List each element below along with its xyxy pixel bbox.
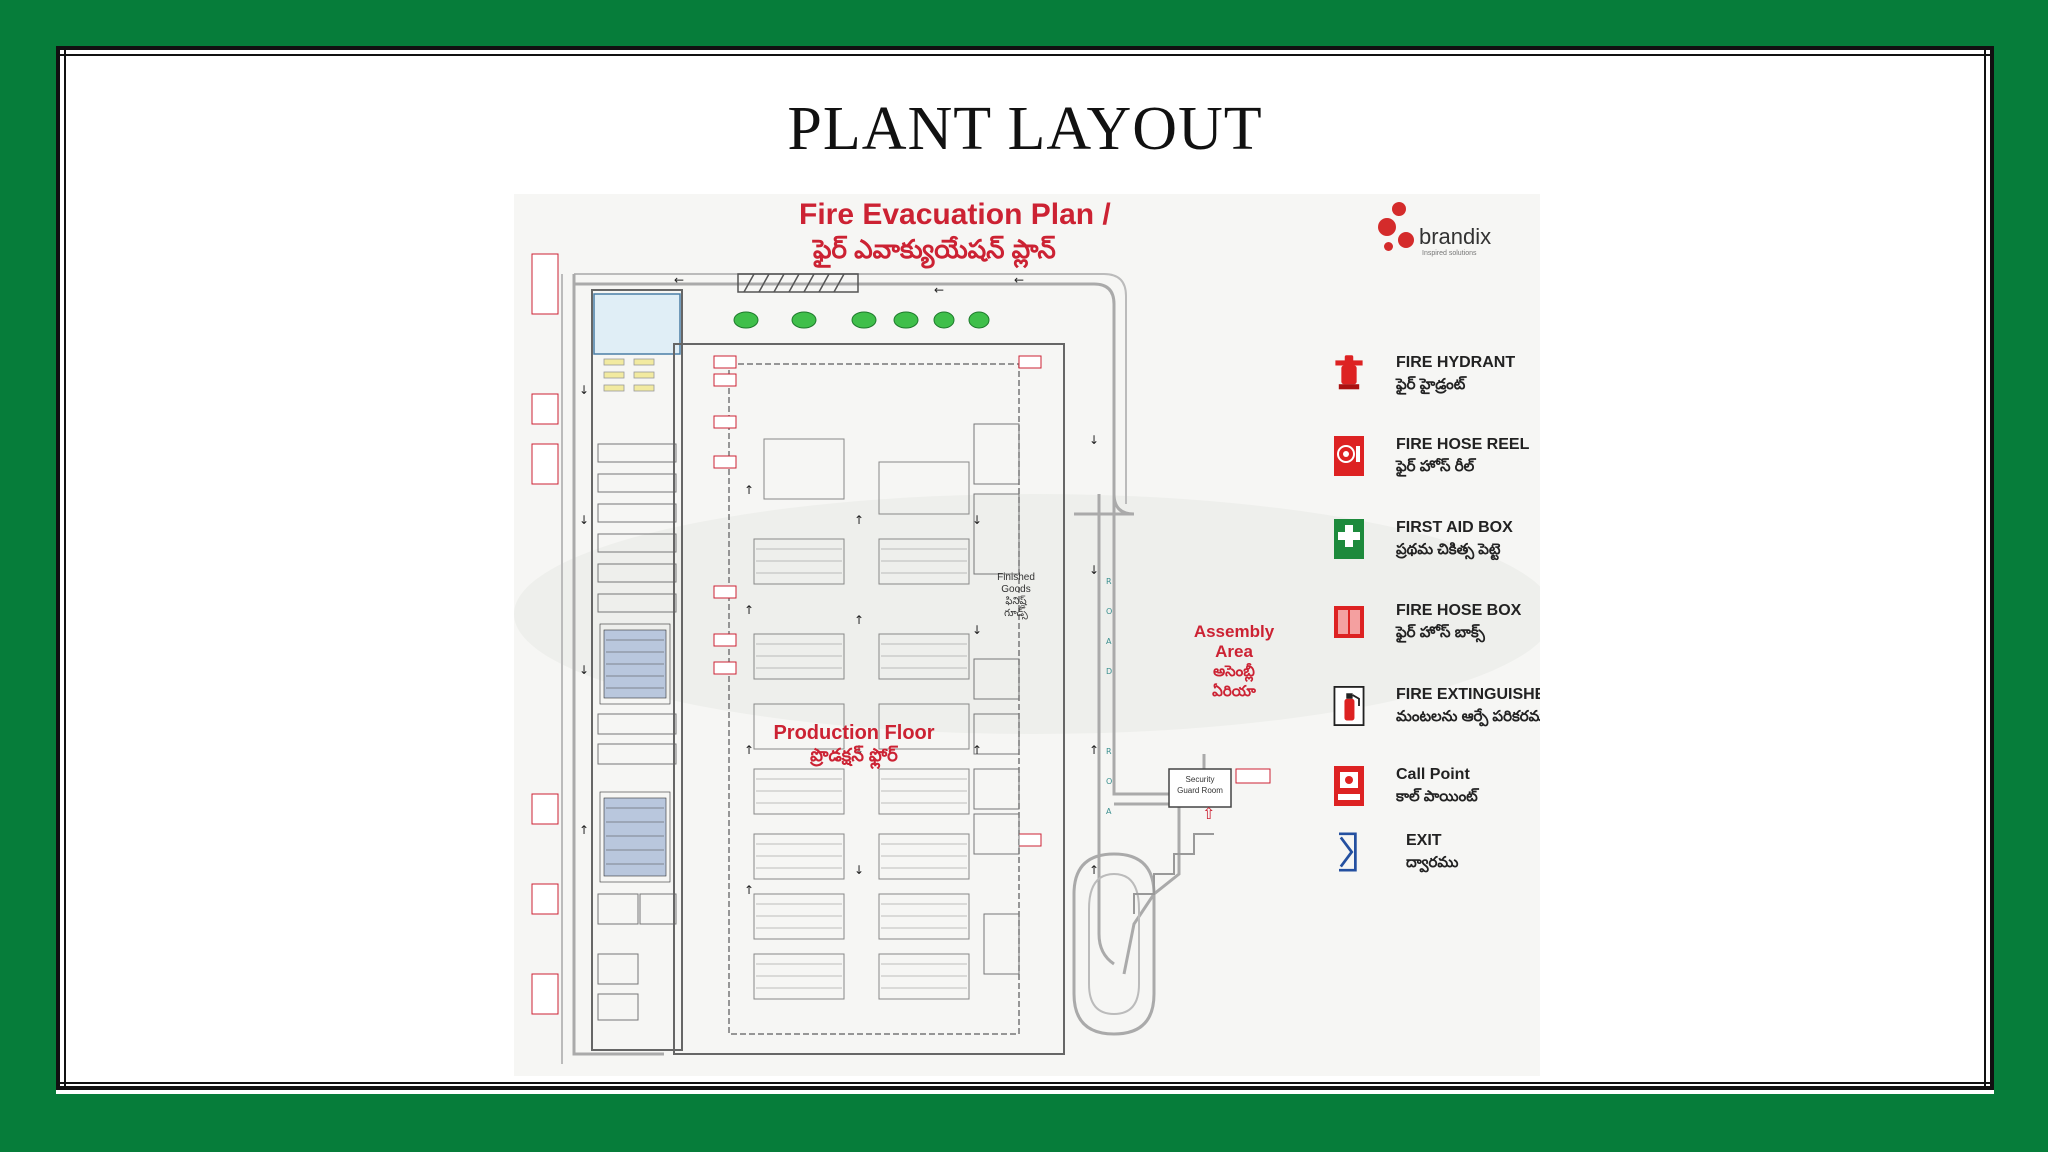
- frame-bottom: [56, 1086, 1994, 1090]
- svg-text:↓: ↓: [972, 623, 982, 637]
- finished-goods-telugu-1: ఫినిష్డ్: [1005, 596, 1027, 607]
- evacuation-plan-title: Fire Evacuation Plan / ఫైర్ ఎవాక్యుయేషన్…: [799, 198, 1199, 271]
- svg-text:↓: ↓: [579, 513, 589, 527]
- frame-left: [56, 46, 60, 1090]
- legend-label-en: FIRE EXTINGUISHER: [1396, 686, 1540, 703]
- fire-hose-reel-icon: [1334, 436, 1364, 476]
- finished-goods-line-1: Finished: [997, 572, 1035, 583]
- fire-hydrant-icon: [1335, 355, 1363, 390]
- call-point-icon: [1334, 766, 1364, 806]
- frame-right: [1990, 46, 1994, 1090]
- svg-text:↑: ↑: [579, 823, 589, 837]
- svg-text:⇧: ⇧: [1202, 804, 1215, 823]
- security-line-2: Guard Room: [1177, 786, 1223, 795]
- svg-text:↑: ↑: [854, 513, 864, 527]
- svg-text:↓: ↓: [579, 383, 589, 397]
- svg-text:↓: ↓: [579, 663, 589, 677]
- floor-plan-drawing: ↑ ↑ ↑ ↑ ↑ ↑ ↓ ↓ ↓ ↓ ↑ ↓ ↓ ↑ ↑ ↓ ↓ ↓ ↑ ← ← ← ⇧ R O A D R O A: [514, 194, 1540, 1076]
- production-floor-telugu: ప్రొడక్షన్ ఫ్లోర్: [810, 745, 898, 765]
- legend-label-en: FIRE HOSE REEL: [1396, 436, 1530, 453]
- svg-text:↑: ↑: [744, 883, 754, 897]
- svg-text:↓: ↓: [1089, 433, 1099, 447]
- assembly-area-telugu-1: అసెంబ్లీ: [1213, 663, 1255, 680]
- legend-item-fire-hose-reel: FIRE HOSE REEL ఫైర్ హోస్ రీల్: [1332, 436, 1540, 496]
- brand-logo-dot: [1392, 202, 1406, 216]
- brand-logo-dot: [1378, 218, 1396, 236]
- legend-item-call-point: Call Point కాల్ పాయింట్: [1332, 766, 1540, 826]
- legend-label-te: ద్వారము: [1406, 854, 1459, 871]
- page-title: PLANT LAYOUT: [787, 95, 1263, 163]
- svg-text:↓: ↓: [972, 513, 982, 527]
- legend-item-exit: EXIT ద్వారము: [1332, 832, 1540, 892]
- exit-icon: [1339, 832, 1357, 872]
- legend-label-en: Call Point: [1396, 766, 1470, 783]
- svg-text:O: O: [1106, 777, 1112, 786]
- legend-item-fire-hydrant: FIRE HYDRANT ఫైర్ హైడ్రంట్: [1332, 354, 1540, 414]
- legend-label-en: FIRE HOSE BOX: [1396, 602, 1522, 619]
- svg-text:A: A: [1106, 807, 1112, 816]
- svg-text:↓: ↓: [854, 863, 864, 877]
- frame-top: [56, 46, 1994, 50]
- svg-text:↓: ↓: [1089, 563, 1099, 577]
- svg-text:↓: ↓: [854, 743, 864, 757]
- legend-item-first-aid-box: FIRST AID BOX ప్రథమ చికిత్స పెట్టె: [1332, 519, 1540, 579]
- legend-item-fire-extinguisher: FIRE EXTINGUISHER మంటలను ఆర్పే పరికరము: [1332, 686, 1540, 746]
- assembly-area-english-1: Assembly: [1193, 622, 1275, 641]
- frame-bottom-inner: [56, 1082, 1994, 1084]
- assembly-area-telugu-2: ఏరియా: [1212, 683, 1256, 700]
- legend-label-te: ప్రథమ చికిత్స పెట్టె: [1396, 541, 1501, 558]
- svg-text:←: ←: [934, 283, 944, 297]
- legend-label-en: FIRST AID BOX: [1396, 519, 1513, 536]
- legend-label-en: EXIT: [1406, 832, 1442, 849]
- brand-logo-dot: [1384, 242, 1393, 251]
- legend-label-te: ఫైర్ హోస్ రీల్: [1396, 458, 1475, 475]
- legend-label-te: ఫైర్ హోస్ బాక్స్: [1396, 624, 1485, 641]
- frame-top-inner: [56, 54, 1994, 56]
- brandix-logo: brandix Inspired solutions: [1374, 202, 1524, 262]
- svg-text:←: ←: [674, 273, 684, 287]
- assembly-area-label: Assembly Area అసెంబ్లీ ఏరియా: [1184, 622, 1284, 702]
- fire-extinguisher-icon: [1333, 686, 1365, 726]
- svg-text:↑: ↑: [972, 743, 982, 757]
- production-floor-label: Production Floor ప్రొడక్షన్ ఫ్లోర్: [759, 722, 949, 770]
- plan-title-english: Fire Evacuation Plan /: [799, 198, 1111, 231]
- legend-label-te: మంటలను ఆర్పే పరికరము: [1396, 708, 1540, 725]
- brand-logo-dot: [1398, 232, 1414, 248]
- svg-text:R: R: [1106, 747, 1112, 756]
- finished-goods-label: Finished Goods ఫినిష్డ్ గూడ్స్: [986, 572, 1046, 620]
- first-aid-box-icon: [1334, 519, 1364, 559]
- plan-title-telugu: ఫైర్ ఎవాక్యుయేషన్ ప్లాన్: [813, 234, 1056, 264]
- legend-label-te: ఫైర్ హైడ్రంట్: [1396, 376, 1466, 393]
- svg-text:R: R: [1106, 577, 1112, 586]
- evacuation-plan-image: ↑ ↑ ↑ ↑ ↑ ↑ ↓ ↓ ↓ ↓ ↑ ↓ ↓ ↑ ↑ ↓ ↓ ↓ ↑ ← ← ← ⇧ R O A D R O A F…: [514, 194, 1540, 1076]
- legend-label-te: కాల్ పాయింట్: [1396, 788, 1478, 805]
- assembly-area-english-2: Area: [1215, 642, 1253, 661]
- svg-text:←: ←: [1014, 273, 1024, 287]
- svg-text:↑: ↑: [744, 743, 754, 757]
- security-line-1: Security: [1185, 775, 1215, 784]
- frame-left-inner: [64, 46, 66, 1090]
- legend-label-en: FIRE HYDRANT: [1396, 354, 1516, 371]
- svg-text:D: D: [1106, 667, 1112, 676]
- security-room-label: Security Guard Room: [1169, 774, 1231, 796]
- frame-right-inner: [1984, 46, 1986, 1090]
- brand-name: brandix: [1419, 224, 1492, 249]
- fire-hose-box-icon: [1334, 606, 1364, 638]
- legend-item-fire-hose-box: FIRE HOSE BOX ఫైర్ హోస్ బాక్స్: [1332, 602, 1540, 662]
- svg-text:↑: ↑: [1089, 863, 1099, 877]
- svg-text:↑: ↑: [854, 613, 864, 627]
- svg-text:O: O: [1106, 607, 1112, 616]
- finished-goods-line-2: Goods: [1001, 584, 1031, 595]
- svg-text:↑: ↑: [1089, 743, 1099, 757]
- svg-text:A: A: [1106, 637, 1112, 646]
- slide: PLANT LAYOUT: [56, 46, 1994, 1094]
- finished-goods-telugu-2: గూడ్స్: [1004, 608, 1028, 619]
- production-floor-english: Production Floor: [773, 722, 935, 744]
- svg-text:↑: ↑: [744, 603, 754, 617]
- svg-text:↑: ↑: [744, 483, 754, 497]
- brand-tagline: Inspired solutions: [1422, 250, 1477, 257]
